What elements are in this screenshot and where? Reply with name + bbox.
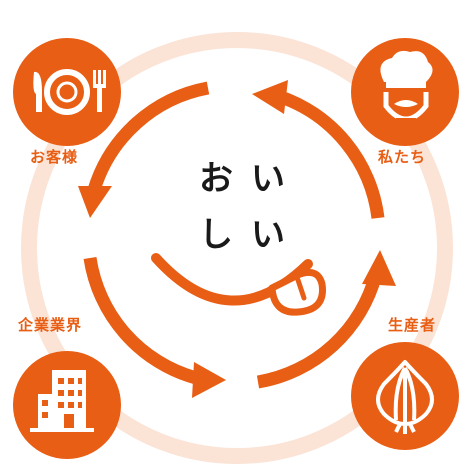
arrowhead-bottom	[192, 362, 226, 398]
us-label: 私たち	[378, 148, 427, 166]
producers-label: 生産者	[388, 316, 437, 334]
tongue-line	[295, 277, 307, 301]
arrowhead-right	[362, 250, 396, 286]
us-circle	[351, 38, 459, 146]
smile-face	[151, 253, 326, 316]
companies-node	[13, 351, 121, 459]
arrow-producers-to-us	[256, 272, 383, 389]
plate-fork-knife-icon	[33, 69, 106, 115]
customers-circle	[13, 38, 121, 146]
center-char-2: い	[251, 159, 285, 199]
arrowhead-left	[78, 186, 112, 218]
chef-icon	[380, 50, 433, 126]
producers-node	[351, 342, 459, 450]
center-char-3: し	[199, 215, 233, 255]
companies-label: 企業業界	[18, 316, 83, 334]
us-node	[351, 38, 459, 146]
cycle-arrows	[83, 81, 385, 389]
background-ring	[21, 32, 453, 464]
center-char-1: お	[199, 159, 233, 199]
building-icon	[30, 370, 94, 432]
customers-label: お客様	[30, 148, 79, 166]
onion-icon	[376, 360, 434, 434]
arrow-producers-to-us-upper	[275, 89, 385, 219]
arrow-us-to-customers	[87, 81, 210, 192]
arrowhead-top	[252, 80, 288, 114]
arrow-heads	[78, 80, 396, 398]
customers-node	[13, 38, 121, 146]
tongue	[268, 268, 326, 316]
center-char-4: い	[251, 215, 285, 255]
arrow-customers-to-companies	[83, 256, 198, 385]
